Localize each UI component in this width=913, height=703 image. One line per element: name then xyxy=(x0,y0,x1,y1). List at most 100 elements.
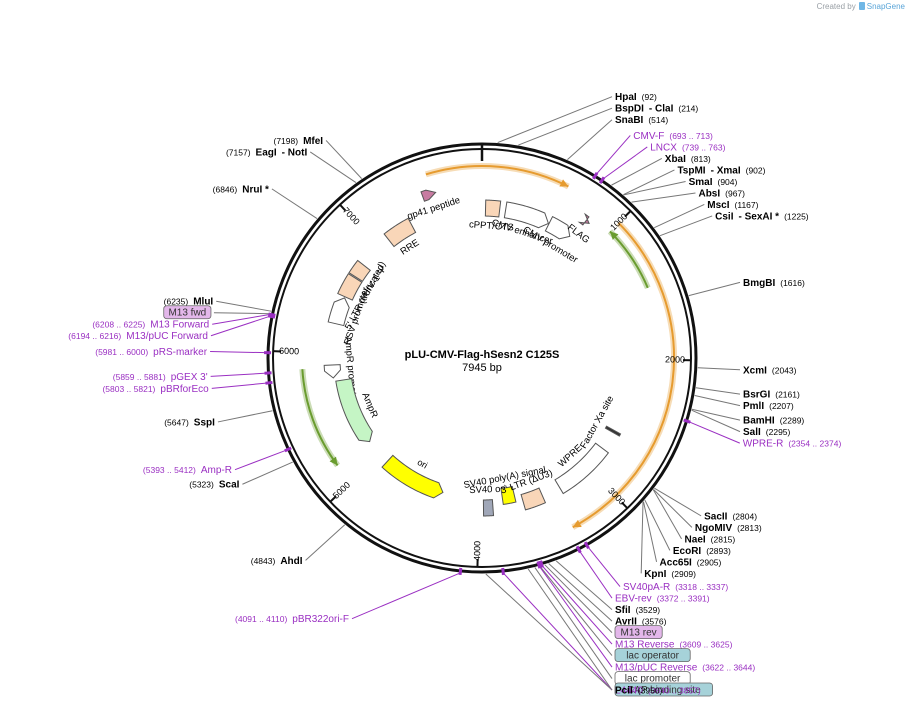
site-sv40pa-r[interactable]: SV40pA-R(3318 .. 3337) xyxy=(623,582,728,593)
site-coord: (4091 .. 4110) xyxy=(235,614,287,624)
site-m13-forward[interactable]: (6208 .. 6225)M13 Forward xyxy=(92,320,209,331)
site-ahdi[interactable]: (4843)AhdI xyxy=(251,556,303,567)
site-bamhi[interactable]: BamHI(2289) xyxy=(743,416,804,427)
feature-ampr-promoter[interactable] xyxy=(323,364,342,379)
site-m13-rev[interactable]: M13 rev xyxy=(614,625,663,639)
site-msci[interactable]: MscI(1167) xyxy=(707,200,758,211)
feature-rre[interactable] xyxy=(383,217,417,248)
site-snabi[interactable]: SnaBI(514) xyxy=(615,115,668,126)
tick-mark xyxy=(329,495,337,503)
site-smai[interactable]: SmaI(904) xyxy=(689,177,738,188)
site-leader xyxy=(309,151,357,184)
site-scai[interactable]: (5323)ScaI xyxy=(189,480,239,491)
site-ngomiv[interactable]: NgoMIV(2813) xyxy=(695,523,762,534)
site-wpre-r[interactable]: WPRE-R(2354 .. 2374) xyxy=(743,439,842,450)
site-pbr322ori-f[interactable]: (4091 .. 4110) pBR322ori-F xyxy=(235,614,349,625)
feature-rsv-promoter[interactable] xyxy=(327,297,350,327)
site-prs-marker[interactable]: (5981 .. 6000)pRS-marker xyxy=(95,347,208,358)
feature-ori[interactable] xyxy=(381,454,444,499)
site-nrui[interactable]: (6846)NruI * xyxy=(213,184,269,195)
site-coord: (902) xyxy=(746,165,766,175)
site-label: Acc65I(2905) xyxy=(660,557,722,568)
site-coord: (6194 .. 6216) xyxy=(68,331,121,341)
primer-mark xyxy=(284,446,292,453)
site-bspdi-clai[interactable]: BspDI- ClaI(214) xyxy=(615,104,698,115)
site-cmv-f[interactable]: CMV-F(693 .. 713) xyxy=(633,131,713,142)
feature-wpre[interactable] xyxy=(554,442,610,495)
feature-factor-xa-site[interactable] xyxy=(604,425,622,437)
feature-3-ltr[interactable] xyxy=(520,487,547,511)
site-sacii[interactable]: SacII(2804) xyxy=(704,511,757,522)
site-label: TspMI xyxy=(677,165,705,176)
site-l4440[interactable]: L4440(3840 .. 3857) xyxy=(615,686,701,697)
site-m13-reverse[interactable]: M13 Reverse(3609 .. 3625) xyxy=(615,640,733,651)
site-leader xyxy=(631,192,696,203)
site-coord: (514) xyxy=(648,115,668,125)
site-extra: - SexAI * xyxy=(738,211,779,222)
site-label: WPRE-R(2354 .. 2374) xyxy=(743,439,842,450)
site-mfei[interactable]: (7198)MfeI xyxy=(273,136,323,147)
site-sspi[interactable]: (5647)SspI xyxy=(164,417,215,428)
site-m13-puc-reverse[interactable]: M13/pUC Reverse(3622 .. 3644) xyxy=(615,663,755,674)
site-pbrforeco[interactable]: (5803 .. 5821)pBRforEco xyxy=(102,384,209,395)
site-mlui[interactable]: (6235)MluI xyxy=(164,297,214,308)
site-ebv-rev[interactable]: EBV-rev(3372 .. 3391) xyxy=(615,594,710,605)
site-avrii[interactable]: AvrII(3576) xyxy=(615,617,667,628)
feature-cppt-cts[interactable] xyxy=(484,199,502,218)
site-label: pBR322ori-F xyxy=(292,614,349,625)
site-label: CAP binding site xyxy=(627,685,701,696)
site-xbai[interactable]: XbaI(813) xyxy=(665,154,711,165)
site-sali[interactable]: SalI(2295) xyxy=(743,427,791,438)
site-pgex-3-[interactable]: (5859 .. 5881)pGEX 3' xyxy=(113,372,208,383)
site-lac-promoter[interactable]: lac promoter xyxy=(614,671,691,685)
feature-flag[interactable] xyxy=(577,212,590,226)
site-pcii[interactable]: PciI(3950) xyxy=(615,686,663,697)
site-m13-fwd[interactable]: M13 fwd xyxy=(163,305,212,320)
site-xcmi[interactable]: XcmI(2043) xyxy=(743,365,797,376)
feature-gp41-peptide[interactable] xyxy=(420,189,437,202)
feature-sv40-ori[interactable] xyxy=(482,499,495,517)
feature-hiv-1-psi[interactable] xyxy=(348,259,371,283)
site-m13-puc-forward[interactable]: (6194 .. 6216)M13/pUC Forward xyxy=(68,331,208,342)
site-label: EcoRI(2893) xyxy=(673,546,731,557)
site-lncx[interactable]: LNCX(739 .. 763) xyxy=(650,142,725,153)
feature-cmv-enhancer[interactable] xyxy=(503,201,550,229)
site-cap-binding-site[interactable]: CAP binding site xyxy=(614,682,713,697)
site-csii-sexai[interactable]: CsiI- SexAI *(1225) xyxy=(715,211,809,222)
orange-arc-2-halo xyxy=(571,220,677,530)
site-label: EBV-rev xyxy=(615,594,652,605)
site-pmli[interactable]: PmlI(2207) xyxy=(743,401,794,412)
feature-sv40-poly-a-signal[interactable] xyxy=(500,485,517,506)
site-eagi-noti[interactable]: (7157)EagI- NotI xyxy=(226,147,307,158)
site-bmgbi[interactable]: BmgBI(1616) xyxy=(743,278,805,289)
orange-arc-2 xyxy=(572,222,675,529)
site-label: (5647)SspI xyxy=(164,417,215,428)
feature-ampr[interactable] xyxy=(335,378,373,443)
feature-label: ori xyxy=(416,457,430,471)
site-tspmi-xmai[interactable]: TspMI- XmaI(902) xyxy=(677,165,765,176)
feature-5-ltr-truncated-[interactable] xyxy=(337,273,363,301)
feature-cmv-promoter[interactable] xyxy=(544,215,571,240)
site-label: (5393 .. 5412)Amp-R xyxy=(143,465,232,476)
green-arc-2-halo xyxy=(299,369,340,468)
site-naei[interactable]: NaeI(2815) xyxy=(685,534,736,545)
site-label: EagI xyxy=(256,147,277,158)
site-lac-operator[interactable]: lac operator xyxy=(614,648,691,662)
site-leader xyxy=(502,572,613,691)
site-label: HpaI(92) xyxy=(615,92,657,103)
site-label: XbaI xyxy=(665,154,686,165)
site-coord: (3950) xyxy=(638,686,663,696)
label-box xyxy=(614,648,691,662)
site-kpni[interactable]: KpnI(2909) xyxy=(644,569,696,580)
site-label: Amp-R xyxy=(201,465,232,476)
site-hpai[interactable]: HpaI(92) xyxy=(615,92,657,103)
site-amp-r[interactable]: (5393 .. 5412)Amp-R xyxy=(143,465,232,476)
site-sfii[interactable]: SfiI(3529) xyxy=(615,605,660,616)
site-coord: (3529) xyxy=(636,605,661,615)
primer-mark xyxy=(458,567,463,576)
site-absi[interactable]: AbsI(967) xyxy=(698,188,745,199)
site-bsrgi[interactable]: BsrGI(2161) xyxy=(743,390,800,401)
green-arc-1-halo xyxy=(607,229,651,290)
site-acc65i[interactable]: Acc65I(2905) xyxy=(660,557,722,568)
site-ecori[interactable]: EcoRI(2893) xyxy=(673,546,731,557)
